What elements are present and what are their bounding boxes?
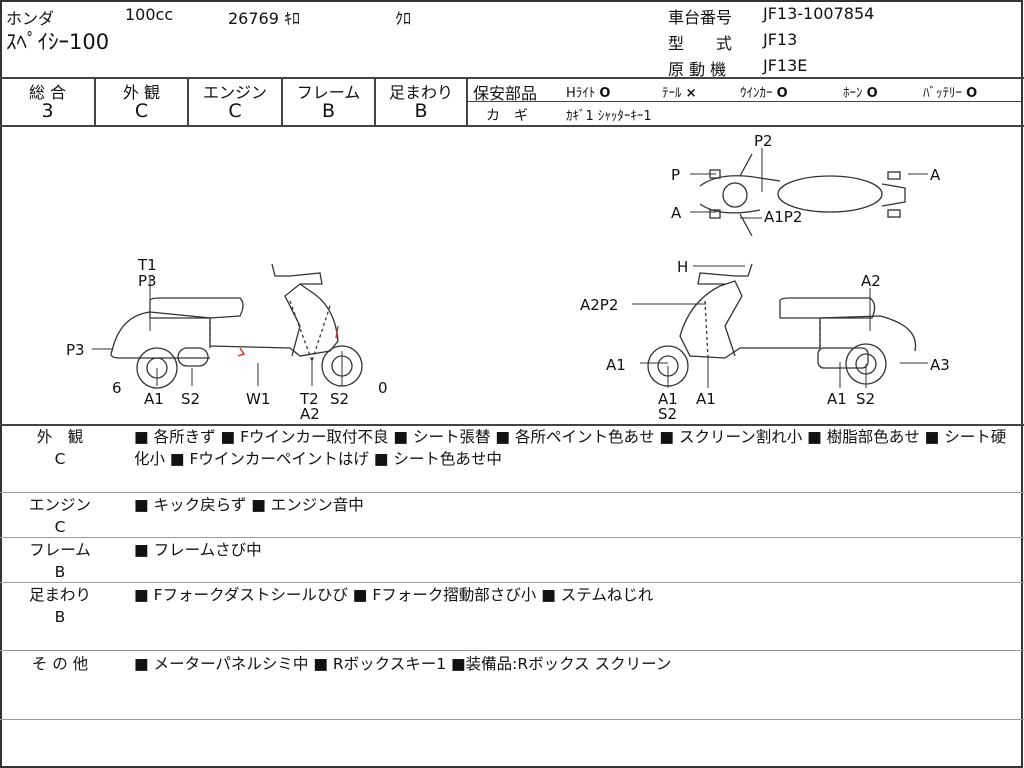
damage-label: P3 [66, 341, 85, 359]
damage-label: A2 [300, 405, 320, 423]
divider [0, 77, 1024, 79]
damage-label: A [930, 166, 941, 184]
safety-item-tail: ﾃｰﾙ × [662, 86, 697, 101]
divider [281, 78, 283, 126]
maker: ホンダ [6, 9, 55, 28]
damage-label: A3 [930, 356, 950, 374]
note-category-other: そ の 他 [31, 655, 89, 673]
damage-label: A1 [658, 390, 678, 408]
note-text-suspension: ■ Fフォークダストシールひび ■ Fフォーク摺動部さび小 ■ ステムねじれ [134, 586, 654, 604]
safety-item-headlight: Hﾗｲﾄ O [566, 86, 611, 101]
safety-label: 保安部品 [473, 84, 538, 103]
damage-label: S2 [181, 390, 201, 408]
type-label: 型 式 [668, 34, 733, 53]
key-label: カ ギ [486, 108, 528, 124]
right-side-view [632, 263, 928, 388]
top-view [690, 148, 928, 237]
divider [0, 719, 1024, 720]
frame-no-label: 車台番号 [668, 8, 733, 27]
divider [0, 125, 1024, 127]
mileage: 26769 ｷﾛ [228, 9, 300, 28]
color: ｸﾛ [395, 9, 412, 28]
note-text-frame: ■ フレームさび中 [134, 541, 262, 559]
divider [0, 492, 1024, 493]
grade-suspension: B [414, 100, 428, 122]
divider [0, 537, 1024, 538]
note-text-engine: ■ キック戻らず ■ エンジン音中 [134, 496, 364, 514]
damage-label: A2P2 [580, 296, 619, 314]
grade-frame: B [321, 100, 336, 122]
divider [187, 78, 189, 126]
model-name: ｽﾍﾟｲｼｰ100 [6, 30, 110, 54]
left-side-view [92, 263, 363, 389]
damage-label: T2 [300, 390, 319, 408]
keys-value: ｶｷﾞ1 ｼｬｯﾀｰｷｰ1 [566, 109, 652, 124]
divider [0, 650, 1024, 651]
safety-item-battery: ﾊﾞｯﾃﾘｰ O [923, 86, 978, 101]
divider [467, 101, 1022, 102]
scooter-diagram [92, 148, 928, 389]
grade-header-exterior: 外 観 [122, 83, 161, 102]
damage-label: A1P2 [764, 208, 803, 226]
displacement: 100cc [125, 5, 174, 24]
damage-label: A1 [827, 390, 847, 408]
grade-header-frame: フレーム [296, 83, 361, 102]
damage-label: T1 [138, 256, 157, 274]
grade-exterior: C [134, 100, 149, 122]
damage-label: A1 [606, 356, 626, 374]
divider [0, 424, 1024, 426]
divider [374, 78, 376, 126]
damage-label: A1 [144, 390, 164, 408]
divider [94, 78, 96, 126]
frame-no: JF13-1007854 [763, 4, 875, 23]
damage-label: S2 [330, 390, 350, 408]
damage-label: S2 [856, 390, 876, 408]
safety-item-winker: ｳｲﾝｶｰ O [740, 86, 788, 101]
type-value: JF13 [763, 30, 798, 49]
damage-label: A2 [861, 272, 881, 290]
grade-header-overall: 総 合 [28, 83, 67, 102]
damage-label: A [671, 204, 682, 222]
engine-value: JF13E [763, 56, 808, 75]
damage-label: P2 [754, 132, 773, 150]
note-text-exterior: ■ 各所きず ■ Fウインカー取付不良 ■ シート張替 ■ 各所ペイント色あせ … [134, 428, 1007, 468]
divider [0, 582, 1024, 583]
damage-label: A1 [696, 390, 716, 408]
damage-label: 0 [378, 379, 388, 397]
note-text-other: ■ メーターパネルシミ中 ■ Rボックスキー1 ■装備品:Rボックス スクリーン [134, 655, 672, 673]
divider [466, 78, 468, 126]
damage-label: W1 [246, 390, 271, 408]
damage-label: S2 [658, 405, 678, 423]
engine-label: 原 動 機 [668, 60, 727, 79]
grade-header-engine: エンジン [202, 83, 267, 102]
damage-label: P3 [138, 272, 157, 290]
safety-item-horn: ﾎｰﾝ O [843, 86, 878, 101]
damage-label: H [677, 258, 689, 276]
grade-header-suspension: 足まわり [388, 83, 453, 102]
damage-label: 6 [112, 379, 122, 397]
grade-engine: C [228, 100, 242, 122]
grade-overall: 3 [41, 100, 54, 122]
damage-label: P [671, 166, 681, 184]
